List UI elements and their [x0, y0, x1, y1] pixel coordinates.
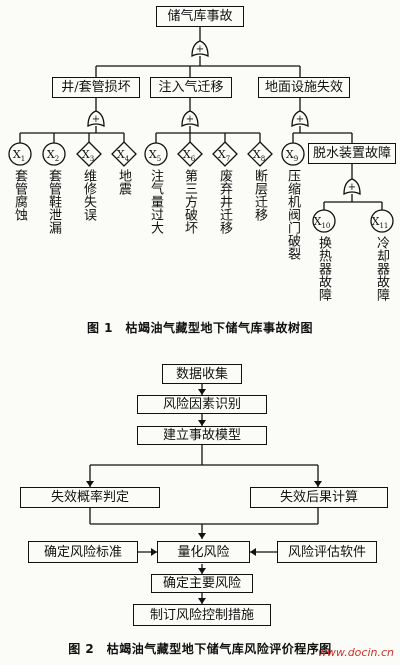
mid-event-well: 井/套管损坏 [52, 77, 140, 98]
step-data-collection: 数据收集 [162, 364, 242, 384]
basic-event-label: 压缩机阀门破裂 [285, 169, 300, 260]
basic-event-label: 第三方破坏 [182, 169, 197, 234]
basic-event-label: 地震 [116, 169, 131, 195]
step-failure-probability: 失效概率判定 [20, 487, 160, 508]
or-gate-dehydration: + [347, 182, 357, 193]
basic-event-symbol: X10 [314, 215, 331, 230]
basic-event-label: 换热器故障 [316, 236, 331, 301]
basic-event-label: 断层迁移 [252, 169, 267, 221]
basic-event-symbol: X4 [117, 148, 130, 163]
sub-event-dehydration: 脱水装置故障 [308, 143, 396, 164]
figure-1-caption: 图 1 枯竭油气藏型地下储气库事故树图 [86, 321, 314, 335]
figure-2-caption: 图 2 枯竭油气藏型地下储气库风险评价程序图 [68, 642, 332, 656]
step-accident-model: 建立事故模型 [137, 426, 267, 445]
or-gate-well: + [91, 114, 101, 125]
top-event-box: 储气库事故 [156, 6, 244, 27]
basic-event-label: 废弃井迁移 [217, 169, 232, 234]
mid-event-migration: 注入气迁移 [150, 77, 232, 98]
or-gate-migration: + [185, 114, 195, 125]
basic-event-label: 维修失误 [81, 169, 96, 221]
basic-event-label: 套管鞋泄漏 [46, 169, 61, 234]
basic-event-2-circle [42, 142, 66, 166]
basic-event-4-diamond [111, 141, 137, 167]
or-gate-surface: + [295, 114, 305, 125]
step-quantify-risk: 量化风险 [157, 541, 250, 563]
basic-event-3-diamond [76, 141, 102, 167]
basic-event-symbol: X6 [183, 148, 196, 163]
step-assessment-software: 风险评估软件 [277, 541, 377, 563]
basic-event-symbol: X8 [253, 148, 265, 163]
basic-event-symbol: X7 [218, 148, 230, 163]
or-gate-top: + [195, 44, 205, 55]
basic-event-9-circle [281, 142, 305, 166]
step-failure-consequence: 失效后果计算 [250, 487, 388, 508]
basic-event-symbol: X2 [47, 148, 59, 163]
basic-event-symbol: X1 [13, 148, 25, 163]
basic-event-8-diamond [247, 141, 273, 167]
watermark: www.docin.cn [317, 646, 394, 659]
step-risk-identification: 风险因素识别 [137, 395, 267, 414]
basic-event-label: 套管腐蚀 [12, 169, 27, 221]
step-main-risks: 确定主要风险 [151, 574, 253, 593]
basic-event-label: 冷却器故障 [374, 236, 389, 301]
basic-event-label: 注气量过大 [148, 169, 163, 234]
basic-event-11-circle [370, 209, 394, 233]
basic-event-symbol: X9 [286, 148, 298, 163]
basic-event-symbol: X3 [82, 148, 94, 163]
step-control-measures: 制订风险控制措施 [133, 604, 271, 626]
mid-event-surface: 地面设施失效 [258, 77, 350, 98]
basic-event-symbol: X5 [149, 148, 161, 163]
basic-event-5-circle [144, 142, 168, 166]
basic-event-1-circle [8, 142, 32, 166]
basic-event-7-diamond [212, 141, 238, 167]
basic-event-symbol: X11 [372, 215, 389, 230]
basic-event-10-circle [312, 209, 336, 233]
basic-event-6-diamond [177, 141, 203, 167]
step-risk-criteria: 确定风险标准 [28, 541, 138, 563]
